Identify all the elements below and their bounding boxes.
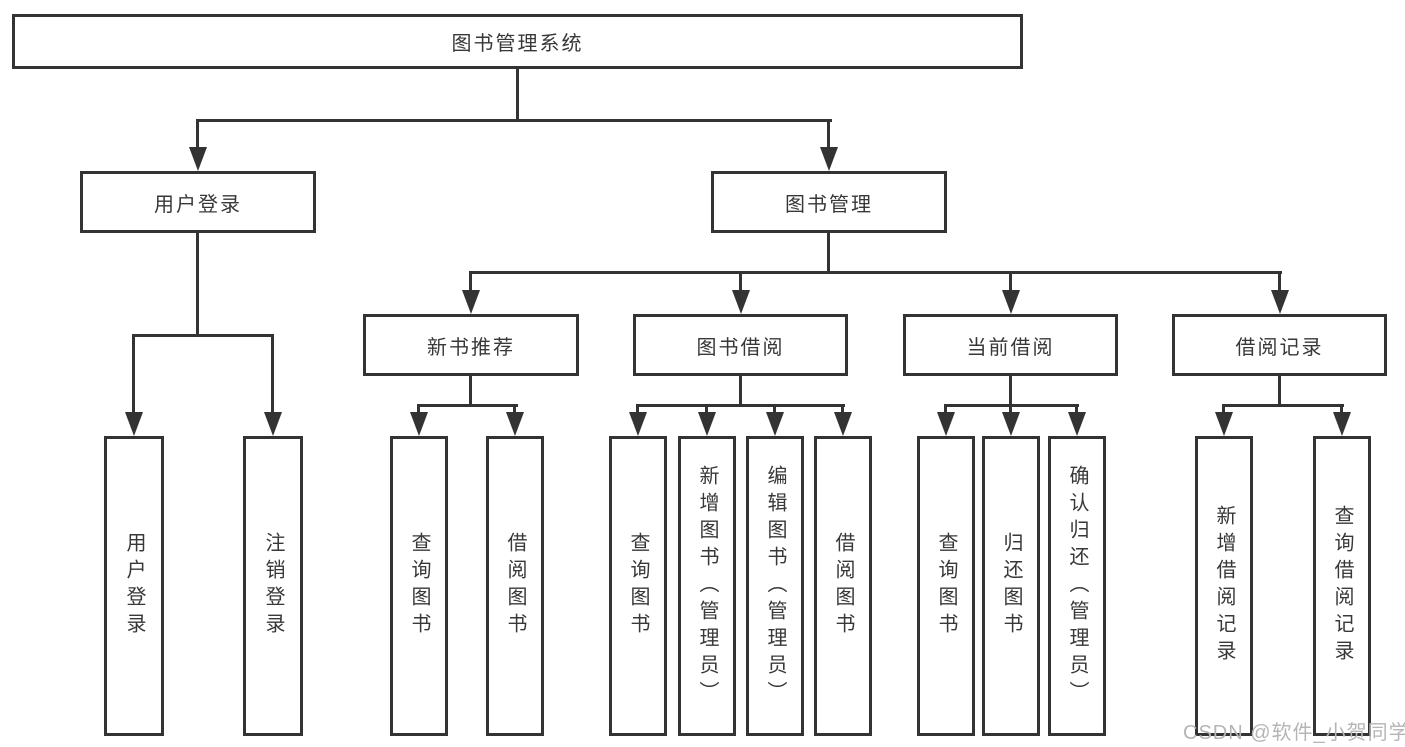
leaf-confirm-return-admin: 确认归还（管理员） <box>1048 436 1106 736</box>
connector-stem <box>196 233 199 336</box>
arrow-down-icon <box>462 290 480 314</box>
connector-rail <box>132 334 274 337</box>
connector-rail <box>1222 404 1344 407</box>
node-current-borrowing: 当前借阅 <box>903 314 1118 376</box>
arrow-down-icon <box>506 412 524 436</box>
node-root-label: 图书管理系统 <box>451 33 584 55</box>
leaf-label: 新增图书（管理员） <box>696 464 718 708</box>
leaf-label: 确认归还（管理员） <box>1066 464 1088 708</box>
connector-stem <box>417 404 420 414</box>
node-label: 新书推荐 <box>427 336 515 359</box>
arrow-down-icon <box>189 147 207 171</box>
node-borrowing-records: 借阅记录 <box>1172 314 1387 376</box>
leaf-label: 新增借阅记录 <box>1213 505 1235 667</box>
arrow-down-icon <box>834 412 852 436</box>
connector-stem <box>132 334 135 414</box>
leaf-query-borrow-record: 查询借阅记录 <box>1313 436 1371 736</box>
connector-stem <box>841 404 844 414</box>
connector-stem <box>1278 271 1281 292</box>
arrow-down-icon <box>820 147 838 171</box>
arrow-down-icon <box>1215 412 1233 436</box>
connector-stem <box>271 334 274 414</box>
arrow-down-icon <box>410 412 428 436</box>
connector-stem <box>1340 404 1343 414</box>
arrow-down-icon <box>937 412 955 436</box>
arrow-down-icon <box>1002 412 1020 436</box>
leaf-add-book-admin: 新增图书（管理员） <box>678 436 736 736</box>
connector-rail <box>417 404 518 407</box>
leaf-label: 查询图书 <box>408 532 430 640</box>
node-label: 图书管理 <box>785 193 873 216</box>
leaf-edit-book-admin: 编辑图书（管理员） <box>746 436 804 736</box>
leaf-label: 借阅图书 <box>504 532 526 640</box>
connector-stem <box>196 119 199 149</box>
connector-stem <box>1009 376 1012 406</box>
connector-stem <box>1278 376 1281 406</box>
connector-stem <box>1009 271 1012 292</box>
node-label: 当前借阅 <box>966 336 1055 359</box>
connector-stem <box>827 233 830 273</box>
connector-stem <box>1222 404 1225 414</box>
leaf-label: 查询图书 <box>627 532 649 640</box>
watermark: CSDN @软件_小贺同学 <box>1183 722 1405 744</box>
arrow-down-icon <box>1271 290 1289 314</box>
connector-stem <box>773 404 776 414</box>
leaf-query-books-recommend: 查询图书 <box>390 436 448 736</box>
node-label: 图书借阅 <box>696 336 785 359</box>
leaf-borrow-books-recommend: 借阅图书 <box>486 436 544 736</box>
connector-stem <box>469 271 472 292</box>
arrow-down-icon <box>1002 290 1020 314</box>
leaf-logout: 注销登录 <box>243 436 303 736</box>
leaf-return-book: 归还图书 <box>982 436 1040 736</box>
connector-stem <box>636 404 639 414</box>
connector-stem <box>469 376 472 406</box>
arrow-down-icon <box>732 290 750 314</box>
node-new-book-recommend: 新书推荐 <box>363 314 579 376</box>
leaf-label: 查询图书 <box>935 532 957 640</box>
connector-rail <box>636 404 845 407</box>
leaf-add-borrow-record: 新增借阅记录 <box>1195 436 1253 736</box>
leaf-borrow-books-borrowing: 借阅图书 <box>814 436 872 736</box>
arrow-down-icon <box>629 412 647 436</box>
node-root: 图书管理系统 <box>12 14 1023 69</box>
leaf-label: 借阅图书 <box>832 532 854 640</box>
connector-stem <box>739 376 742 406</box>
node-book-management: 图书管理 <box>711 171 947 233</box>
arrow-down-icon <box>264 412 282 436</box>
node-label: 用户登录 <box>154 193 242 216</box>
arrow-down-icon <box>698 412 716 436</box>
connector-level3-rail <box>469 271 1282 274</box>
arrow-down-icon <box>1068 412 1086 436</box>
arrow-down-icon <box>1333 412 1351 436</box>
leaf-query-books-current: 查询图书 <box>917 436 975 736</box>
node-book-borrowing: 图书借阅 <box>633 314 848 376</box>
connector-level2-rail <box>196 119 832 122</box>
leaf-user-login: 用户登录 <box>104 436 164 736</box>
leaf-label: 归还图书 <box>1000 532 1022 640</box>
leaf-query-books-borrowing: 查询图书 <box>609 436 667 736</box>
leaf-label: 注销登录 <box>262 532 284 640</box>
connector-stem <box>1075 404 1078 414</box>
node-label: 借阅记录 <box>1235 336 1324 359</box>
leaf-label: 编辑图书（管理员） <box>764 464 786 708</box>
node-user-login: 用户登录 <box>80 171 316 233</box>
connector-stem <box>705 404 708 414</box>
connector-stem <box>944 404 947 414</box>
connector-root-stem <box>516 69 519 121</box>
connector-stem <box>827 119 830 149</box>
leaf-label: 查询借阅记录 <box>1331 505 1353 667</box>
arrow-down-icon <box>125 412 143 436</box>
connector-stem <box>739 271 742 292</box>
connector-stem <box>513 404 516 414</box>
leaf-label: 用户登录 <box>123 532 145 640</box>
arrow-down-icon <box>766 412 784 436</box>
connector-stem <box>1009 404 1012 414</box>
